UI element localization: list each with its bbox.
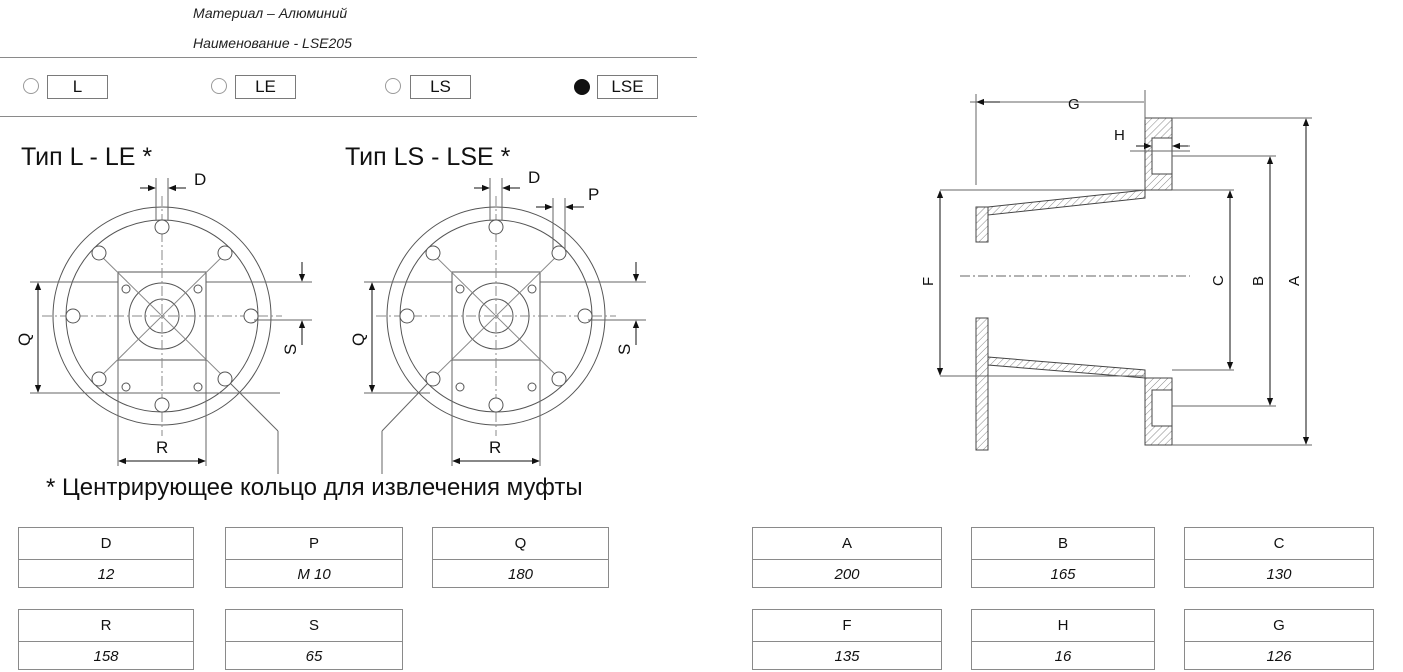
radio-ls[interactable]: [385, 78, 401, 94]
label-b: B: [1250, 276, 1267, 286]
dim-p-value: M 10: [297, 566, 331, 583]
material-label: Материал – Алюминий: [193, 5, 348, 21]
dim-f-label: F: [753, 610, 941, 642]
dim-p: P M 10: [225, 527, 403, 588]
flange-section-view: G H F C B A: [920, 90, 1312, 451]
label-q-right: Q: [349, 333, 368, 346]
dim-g-label: G: [1185, 610, 1373, 642]
dim-s: S 65: [225, 609, 403, 670]
divider-options: [0, 116, 697, 117]
option-l-label[interactable]: L: [47, 75, 108, 99]
dim-s-value: 65: [305, 648, 323, 665]
dim-a-label: A: [753, 528, 941, 560]
dim-r: R 158: [18, 609, 194, 670]
small-holes: [121, 284, 203, 392]
dim-g-value: 126: [1266, 648, 1292, 665]
dim-d-label: D: [19, 528, 193, 560]
flange-view-l-le: [30, 178, 312, 474]
section-body: [975, 117, 1173, 451]
label-s-right: S: [615, 344, 634, 355]
dim-f-value: 135: [834, 648, 860, 665]
dim-h: H 16: [971, 609, 1155, 670]
label-r-left: R: [156, 438, 168, 457]
label-a: A: [1286, 276, 1303, 286]
label-s-left: S: [281, 344, 300, 355]
radio-l[interactable]: [23, 78, 39, 94]
dim-a: A 200: [752, 527, 942, 588]
dim-c: C 130: [1184, 527, 1374, 588]
label-h: H: [1114, 127, 1125, 144]
label-r-right: R: [489, 438, 501, 457]
label-g: G: [1068, 96, 1080, 113]
dim-b-value: 165: [1050, 566, 1076, 583]
dim-a-value: 200: [834, 566, 860, 583]
dim-c-label: C: [1185, 528, 1373, 560]
dim-b-label: B: [972, 528, 1154, 560]
option-le-label[interactable]: LE: [235, 75, 296, 99]
label-d-right: D: [528, 168, 540, 187]
flange-front-views: D Q S R: [15, 168, 646, 474]
divider-top: [0, 57, 697, 58]
dim-q-label: Q: [433, 528, 608, 560]
dim-d-value: 12: [97, 566, 115, 583]
dim-d: D 12: [18, 527, 194, 588]
section-voids: [1151, 137, 1173, 427]
dim-q: Q 180: [432, 527, 609, 588]
label-c: C: [1210, 275, 1227, 286]
label-f: F: [920, 277, 937, 286]
label-q-left: Q: [15, 333, 34, 346]
dim-r-label: R: [19, 610, 193, 642]
footnote: * Центрирующее кольцо для извлечения муф…: [46, 474, 583, 501]
bolt-holes: [65, 219, 259, 413]
bolt-holes-ls: [399, 219, 593, 413]
radio-lse[interactable]: [574, 79, 590, 95]
dim-b: B 165: [971, 527, 1155, 588]
radio-le[interactable]: [211, 78, 227, 94]
dim-r-value: 158: [93, 648, 119, 665]
option-lse-label[interactable]: LSE: [597, 75, 658, 99]
dim-h-label: H: [972, 610, 1154, 642]
option-ls-label[interactable]: LS: [410, 75, 471, 99]
label-d-left: D: [194, 170, 206, 189]
dim-q-value: 180: [507, 566, 534, 583]
dim-p-label: P: [226, 528, 402, 560]
product-name-label: Наименование - LSE205: [193, 35, 352, 51]
dim-s-label: S: [226, 610, 402, 642]
small-holes-ls: [455, 284, 537, 392]
label-p: P: [588, 185, 599, 204]
dim-f: F 135: [752, 609, 942, 670]
type-ls-lse-title: Тип LS - LSE *: [345, 143, 511, 171]
dim-h-value: 16: [1054, 648, 1072, 665]
type-l-le-title: Тип L - LE *: [21, 143, 153, 171]
dim-g: G 126: [1184, 609, 1374, 670]
flange-view-ls-lse: [364, 178, 646, 474]
dim-c-value: 130: [1266, 566, 1292, 583]
